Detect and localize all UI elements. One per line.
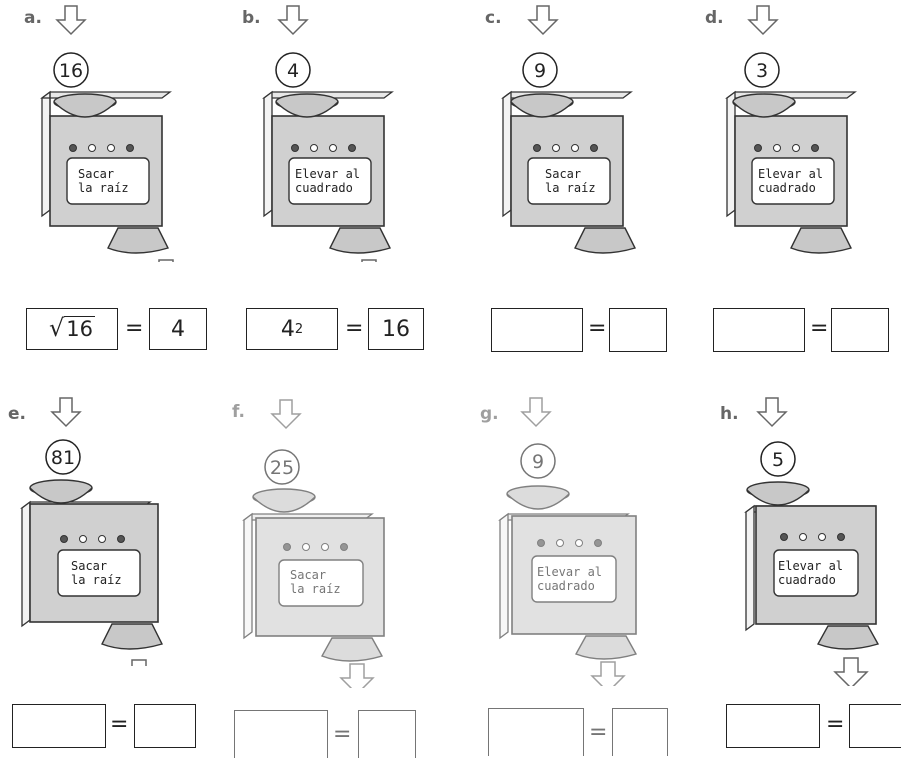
machine-d: 3 Elevar al cuadrado <box>705 2 901 262</box>
screen-line2: la raíz <box>290 582 341 596</box>
input-arrow-icon <box>52 398 80 426</box>
output-funnel <box>330 228 390 253</box>
input-arrow-icon <box>272 400 300 428</box>
equals-sign: = <box>125 316 143 341</box>
input-number: 5 <box>772 449 784 471</box>
answer-right-box[interactable]: 4 <box>149 308 207 350</box>
answer-right-box[interactable] <box>612 708 668 756</box>
answer-left-box[interactable] <box>491 308 583 352</box>
output-arrow-icon <box>341 664 373 688</box>
answer-right-box[interactable] <box>609 308 667 352</box>
hopper-bowl <box>54 102 116 117</box>
problem-f: f. 25 Sacar la raíz = <box>232 398 447 773</box>
machine-e: 81 Sacar la raíz <box>8 396 208 666</box>
screen-line2: la raíz <box>71 573 122 587</box>
screen-line2: la raíz <box>78 181 129 195</box>
input-number: 9 <box>534 60 546 82</box>
answer-right-box[interactable] <box>849 704 901 748</box>
problem-c: c. 9 Sacar la raíz = <box>485 2 700 377</box>
machine-b: 4 Elevar al cuadrado <box>242 2 442 262</box>
input-number: 81 <box>51 447 75 469</box>
hopper-bowl <box>733 102 795 117</box>
equals-sign: = <box>345 316 363 341</box>
problem-h: h. 5 Elevar al cuadrado = <box>720 396 901 771</box>
output-funnel <box>818 626 878 649</box>
answer-right-box[interactable] <box>831 308 889 352</box>
machine-c: 9 Sacar la raíz <box>485 2 685 262</box>
problem-e: e. 81 Sacar la raíz = <box>8 396 223 771</box>
input-arrow-icon <box>758 398 786 426</box>
equals-sign: = <box>110 712 128 737</box>
hopper-bowl <box>253 497 315 512</box>
screen-line2: la raíz <box>545 181 596 195</box>
input-number: 16 <box>59 60 83 82</box>
hopper-bowl <box>511 102 573 117</box>
equals-sign: = <box>589 720 607 745</box>
screen-line2: cuadrado <box>537 579 595 593</box>
answer-right-box[interactable] <box>134 704 196 748</box>
screen-line1: Elevar al <box>295 167 360 181</box>
screen-line1: Sacar <box>78 167 114 181</box>
machine-f: 25 Sacar la raíz <box>232 398 432 688</box>
problem-g: g. 9 Elevar al cuadrado = <box>480 396 695 771</box>
input-arrow-icon <box>522 398 550 426</box>
screen-line1: Sacar <box>545 167 581 181</box>
input-arrow-icon <box>279 6 307 34</box>
input-arrow-icon <box>749 6 777 34</box>
equals-sign: = <box>826 712 844 737</box>
screen-line1: Sacar <box>71 559 107 573</box>
equals-sign: = <box>333 722 351 747</box>
answer-left-box[interactable] <box>488 708 584 756</box>
output-funnel <box>322 638 382 661</box>
input-number: 4 <box>287 60 299 82</box>
screen-line1: Elevar al <box>758 167 823 181</box>
problem-a: a. 16 Sacar la raíz √16 = 4 <box>20 2 235 377</box>
output-funnel <box>791 228 851 253</box>
screen-line1: Sacar <box>290 568 326 582</box>
hopper-bowl <box>276 102 338 117</box>
answer-left-box[interactable] <box>726 704 820 748</box>
output-arrow-icon <box>150 260 182 262</box>
input-arrow-icon <box>529 6 557 34</box>
output-arrow-icon <box>123 660 155 666</box>
answer-left-box[interactable] <box>713 308 805 352</box>
input-number: 9 <box>532 451 544 473</box>
hopper-bowl <box>747 490 809 505</box>
input-number: 25 <box>270 457 294 479</box>
hopper-bowl <box>507 494 569 509</box>
output-arrow-icon <box>353 260 385 262</box>
output-funnel <box>576 636 636 659</box>
output-funnel <box>575 228 635 253</box>
machine-h: 5 Elevar al cuadrado <box>720 396 901 686</box>
machine-g: 9 Elevar al cuadrado <box>480 396 680 686</box>
hopper-bowl <box>30 488 92 503</box>
screen-line1: Elevar al <box>778 559 843 573</box>
output-arrow-icon <box>592 662 624 686</box>
answer-left-box[interactable] <box>12 704 106 748</box>
output-arrow-icon <box>835 658 867 686</box>
answer-left-box[interactable]: √16 <box>26 308 118 350</box>
equals-sign: = <box>588 316 606 341</box>
screen-line1: Elevar al <box>537 565 602 579</box>
equals-sign: = <box>810 316 828 341</box>
answer-left-box[interactable] <box>234 710 328 758</box>
screen-line2: cuadrado <box>758 181 816 195</box>
machine-a: 16 Sacar la raíz <box>20 2 220 262</box>
output-funnel <box>108 228 168 253</box>
answer-right-box[interactable] <box>358 710 416 758</box>
answer-right-box[interactable]: 16 <box>368 308 424 350</box>
screen-line2: cuadrado <box>295 181 353 195</box>
input-number: 3 <box>756 60 768 82</box>
input-arrow-icon <box>57 6 85 34</box>
output-funnel <box>102 624 162 649</box>
problem-d: d. 3 Elevar al cuadrado = <box>705 2 901 377</box>
screen-line2: cuadrado <box>778 573 836 587</box>
